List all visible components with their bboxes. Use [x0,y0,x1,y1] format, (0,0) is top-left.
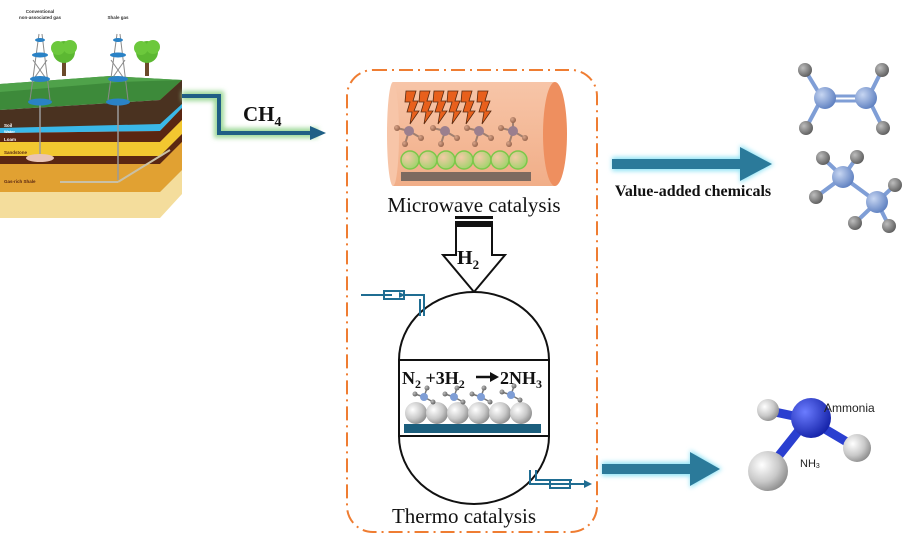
h2-transfer-arrow [440,216,508,294]
layer-label: Sandstone [4,150,28,155]
ch4-feed-arrow [182,91,326,140]
thermo-reactor [361,290,592,505]
reaction-arrow-icon [476,372,499,382]
reaction-nh3-sub: 3 [536,377,542,391]
layer-label: Loam [4,137,16,142]
shale-layer [0,142,182,192]
loam-layer [0,108,182,142]
inlet-pipe [361,290,425,316]
value-added-chemicals-label: Value-added chemicals [615,183,771,200]
catalyst-support [401,172,531,181]
ch4-subscript: 4 [275,115,282,130]
ammonia-label: Ammonia [824,401,875,415]
reaction-plus-3h2: +3H [421,368,459,388]
catalyst-spheres [400,150,528,170]
process-boundary [346,69,598,533]
microwave-lightning-icons [404,90,492,125]
layer-label: Soil [4,123,12,128]
derrick-shale [60,33,171,183]
h2-label: H2 [457,247,479,272]
nh3-label: NH3 [800,458,820,470]
thermo-catalysis-label: Thermo catalysis [392,504,536,528]
geology-illustration: Conventional non-associated gas Shale ga… [0,9,182,218]
reaction-n2-sub: 2 [415,377,421,391]
h2-main: H [457,247,473,269]
reaction-nh3: 2NH [500,368,536,388]
ethane-molecule [809,150,902,233]
microwave-reactor [387,82,567,186]
reaction-h2-sub: 2 [459,377,465,391]
catalyst-support [404,424,541,433]
value-added-arrow [612,145,774,183]
sandstone-layer [0,120,182,156]
methane-molecule [430,125,460,147]
ch4-label: CH4 [243,102,282,130]
soil-layer [0,80,182,128]
reaction-n2: N [402,368,415,388]
methane-molecule [464,125,494,147]
h2-subscript: 2 [473,257,480,272]
nh3-main: NH [800,458,816,470]
label-conventional: Conventional [26,9,55,14]
methane-molecule [498,117,528,147]
tree-icon [134,40,160,76]
ch4-main: CH [243,102,275,126]
outlet-pipe [529,470,586,489]
label-shale-gas: Shale gas [107,15,129,20]
tree-icon [51,40,77,76]
ammonia-molecule [748,398,871,491]
reaction-equation: N2 +3H2 [402,368,465,391]
nh3-subscript: 3 [816,463,820,470]
water-layer [0,104,182,133]
ammonia-adsorbate [412,383,523,405]
layer-label: Water [4,129,15,134]
catalyst-spheres [405,402,532,424]
ammonia-arrow [602,450,722,488]
microwave-catalysis-label: Microwave catalysis [387,193,560,217]
methane-molecule [394,125,424,147]
layer-label: Gas-rich Shale [4,179,36,184]
ethylene-molecule [798,63,890,135]
label-non-associated: non-associated gas [19,15,62,20]
reaction-product: 2NH3 [500,368,542,391]
